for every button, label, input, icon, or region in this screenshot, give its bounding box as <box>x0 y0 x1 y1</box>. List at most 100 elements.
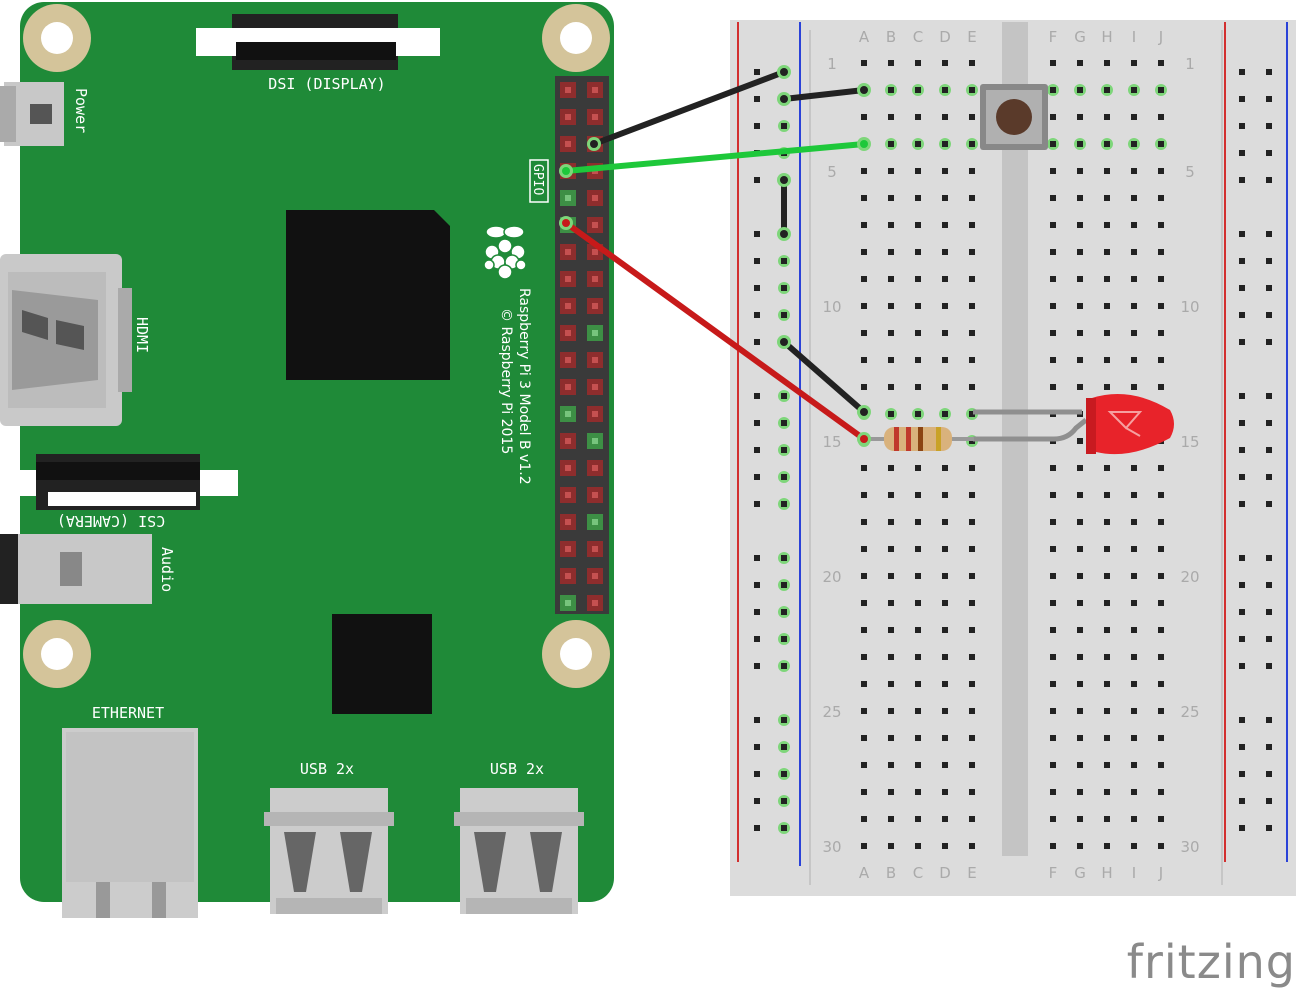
rail-hole <box>1266 636 1272 642</box>
hdmi-connector <box>0 254 132 426</box>
column-label-top: B <box>886 28 896 46</box>
rail-hole <box>1239 555 1245 561</box>
breadboard-hole <box>1077 519 1083 525</box>
breadboard-hole <box>888 762 894 768</box>
breadboard-hole <box>1158 789 1164 795</box>
breadboard-hole <box>915 546 921 552</box>
column-label-top: E <box>967 28 976 46</box>
breadboard-hole <box>1077 303 1083 309</box>
breadboard-hole <box>1131 708 1137 714</box>
gpio-pin-center <box>565 87 571 93</box>
rail-hole <box>1239 177 1245 183</box>
breadboard-hole <box>861 249 867 255</box>
breadboard-hole <box>969 843 975 849</box>
breadboard-hole <box>861 114 867 120</box>
breadboard-hole <box>1050 195 1056 201</box>
rail-hole <box>1266 582 1272 588</box>
breadboard-hole <box>1131 762 1137 768</box>
breadboard-hole <box>1077 843 1083 849</box>
rail-hole <box>781 744 787 750</box>
breadboard-hole <box>915 573 921 579</box>
breadboard-hole <box>915 276 921 282</box>
breadboard-hole <box>915 465 921 471</box>
usb-label-right: USB 2x <box>490 760 544 778</box>
mounting-hole-bottom-right <box>542 620 610 688</box>
breadboard-hole <box>1077 141 1083 147</box>
breadboard-hole <box>1050 492 1056 498</box>
rail-hole <box>781 798 787 804</box>
breadboard-hole <box>915 330 921 336</box>
breadboard-hole <box>1077 87 1083 93</box>
breadboard-hole <box>1104 87 1110 93</box>
wire-end <box>860 408 868 416</box>
rail-hole <box>1239 447 1245 453</box>
breadboard-hole <box>861 843 867 849</box>
breadboard-hole <box>942 195 948 201</box>
wire-end <box>562 219 570 227</box>
breadboard-hole <box>861 195 867 201</box>
breadboard-hole <box>942 789 948 795</box>
breadboard-hole <box>969 384 975 390</box>
usb-port-left <box>264 788 394 914</box>
wire-end <box>562 167 570 175</box>
wire-end <box>780 68 788 76</box>
breadboard-hole <box>942 141 948 147</box>
gpio-pin-center <box>592 519 598 525</box>
breadboard-hole <box>1104 276 1110 282</box>
breadboard-hole <box>1104 789 1110 795</box>
row-label-left: 20 <box>822 568 841 586</box>
push-button <box>980 84 1048 150</box>
rail-hole <box>754 609 760 615</box>
rail-hole <box>781 123 787 129</box>
dsi-connector <box>196 14 440 70</box>
rail-hole <box>1239 123 1245 129</box>
breadboard-hole <box>1104 384 1110 390</box>
breadboard-hole <box>1131 357 1137 363</box>
breadboard-hole <box>915 843 921 849</box>
rail-hole <box>1266 825 1272 831</box>
gpio-pin-center <box>592 438 598 444</box>
breadboard-hole <box>888 357 894 363</box>
breadboard-hole <box>1131 114 1137 120</box>
column-label-bottom: C <box>913 864 923 882</box>
breadboard-hole <box>888 303 894 309</box>
breadboard-hole <box>861 600 867 606</box>
breadboard-hole <box>861 276 867 282</box>
breadboard-hole <box>942 168 948 174</box>
breadboard-hole <box>915 87 921 93</box>
gpio-pin-center <box>592 276 598 282</box>
breadboard-hole <box>915 519 921 525</box>
column-label-bottom: G <box>1074 864 1086 882</box>
breadboard-hole <box>915 303 921 309</box>
breadboard-hole <box>1131 492 1137 498</box>
breadboard-hole <box>861 708 867 714</box>
rail-hole <box>781 825 787 831</box>
breadboard-hole <box>942 303 948 309</box>
breadboard-hole <box>1077 681 1083 687</box>
breadboard-hole <box>888 87 894 93</box>
breadboard-hole <box>1077 168 1083 174</box>
breadboard-hole <box>915 735 921 741</box>
breadboard-hole <box>1158 330 1164 336</box>
rail-hole <box>754 420 760 426</box>
breadboard-hole <box>1077 276 1083 282</box>
rail-hole <box>754 636 760 642</box>
breadboard-hole <box>1131 789 1137 795</box>
rail-hole <box>781 609 787 615</box>
gpio-pin-center <box>592 573 598 579</box>
breadboard-hole <box>1158 573 1164 579</box>
breadboard-hole <box>969 600 975 606</box>
breadboard-hole <box>888 492 894 498</box>
gpio-pin-center <box>592 357 598 363</box>
breadboard-hole <box>1050 627 1056 633</box>
rail-hole <box>1266 150 1272 156</box>
model-text: Raspberry Pi 3 Model B v1.2 <box>516 288 532 485</box>
breadboard-hole <box>1077 789 1083 795</box>
breadboard-hole <box>942 600 948 606</box>
breadboard-hole <box>1104 141 1110 147</box>
breadboard-hole <box>1104 735 1110 741</box>
breadboard-hole <box>1050 87 1056 93</box>
breadboard-hole <box>942 384 948 390</box>
usb-port-right <box>454 788 584 914</box>
